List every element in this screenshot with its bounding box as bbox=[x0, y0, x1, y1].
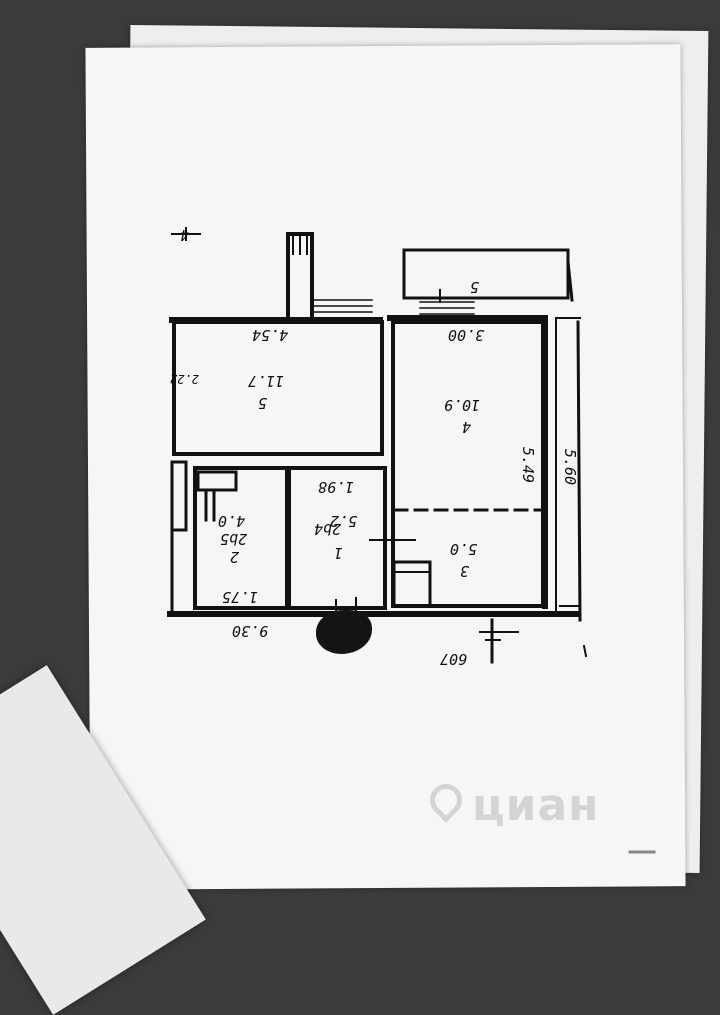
room-3-number: 3 bbox=[460, 562, 470, 580]
location-pin-icon bbox=[423, 777, 469, 823]
dim-right-inner-height: 5.49 bbox=[519, 446, 538, 484]
dim-bath-width: 1.75 bbox=[222, 588, 259, 606]
balcony bbox=[402, 248, 570, 300]
dim-right-outer-height: 5.60 bbox=[561, 448, 580, 486]
room-2-code: 2b5 bbox=[220, 530, 248, 548]
window-top-right bbox=[419, 301, 475, 315]
room-1-number: 1 bbox=[334, 544, 344, 562]
room-4-3-outline bbox=[391, 320, 545, 608]
watermark: циан bbox=[423, 777, 600, 831]
room-3-area: 5.0 bbox=[450, 540, 478, 558]
dim-left-side: 2.22 bbox=[170, 372, 199, 386]
redaction-blot bbox=[316, 610, 372, 654]
room-5-number: 5 bbox=[258, 394, 268, 412]
room-5-outline bbox=[172, 320, 384, 456]
balcony-number-label: 5 bbox=[470, 278, 480, 296]
room-4-number: 4 bbox=[462, 418, 472, 436]
corner-mark-label: 4 bbox=[180, 226, 190, 244]
bath-fixture bbox=[196, 470, 238, 492]
stove bbox=[392, 560, 432, 608]
room-5-area: 11.7 bbox=[248, 372, 285, 390]
floor-plan-drawing bbox=[167, 227, 656, 854]
watermark-text: циан bbox=[472, 780, 600, 831]
room-4-area: 10.9 bbox=[444, 396, 481, 414]
room-2-area: 4.0 bbox=[218, 512, 246, 530]
dim-corridor-width: 1.98 bbox=[318, 478, 355, 496]
dim-top-left-width: 4.54 bbox=[252, 326, 289, 344]
dim-bottom-right-code: 607 bbox=[440, 650, 468, 668]
room-2-number: 2 bbox=[230, 548, 240, 566]
dim-top-right-width: 3.00 bbox=[448, 326, 485, 344]
dim-bottom-total: 9.30 bbox=[232, 622, 269, 640]
window-top-left bbox=[313, 299, 373, 319]
room-1-code: 2b4 bbox=[314, 520, 342, 538]
